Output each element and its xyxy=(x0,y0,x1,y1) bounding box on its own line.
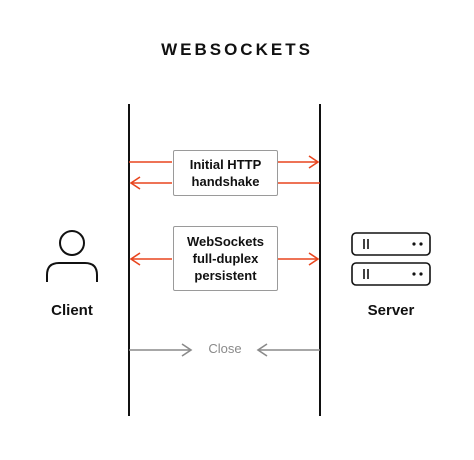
close-arrows xyxy=(129,343,320,357)
server-icon xyxy=(351,232,431,286)
close-label: Close xyxy=(208,341,242,356)
websocket-line-3: persistent xyxy=(194,268,257,283)
server-label: Server xyxy=(367,302,415,319)
handshake-box: Initial HTTP handshake xyxy=(173,150,278,196)
diagram-title: WEBSOCKETS xyxy=(161,40,313,59)
handshake-request-arrow xyxy=(129,155,320,169)
websocket-box: WebSockets full-duplex persistent xyxy=(173,226,278,291)
server-status-dots xyxy=(412,242,423,276)
handshake-response-arrow xyxy=(129,176,320,190)
user-icon xyxy=(46,230,98,282)
handshake-line-1: Initial HTTP xyxy=(189,157,262,172)
handshake-line-2: handshake xyxy=(191,174,260,189)
websocket-line-1: WebSockets xyxy=(186,234,265,249)
websocket-line-2: full-duplex xyxy=(192,251,259,266)
websocket-bidirectional-arrow xyxy=(129,252,320,266)
client-label: Client xyxy=(51,302,93,319)
